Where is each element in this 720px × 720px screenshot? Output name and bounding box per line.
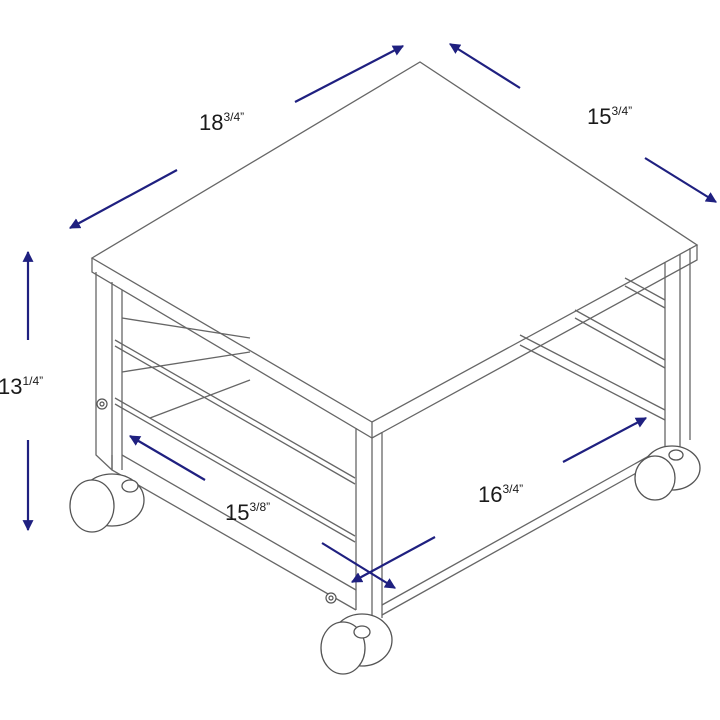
dimension-label-shelf-depth: 153/8” [225,500,271,525]
dimension-label-height: 131/4” [0,374,44,399]
dimension-label-top-depth: 183/4” [199,110,245,135]
caster-icons [69,445,701,675]
cart-outline [90,61,699,620]
dimension-label-top-width: 153/4” [587,104,633,129]
dimension-label-shelf-width: 163/4” [478,482,524,507]
dimension-arrows [22,43,717,589]
